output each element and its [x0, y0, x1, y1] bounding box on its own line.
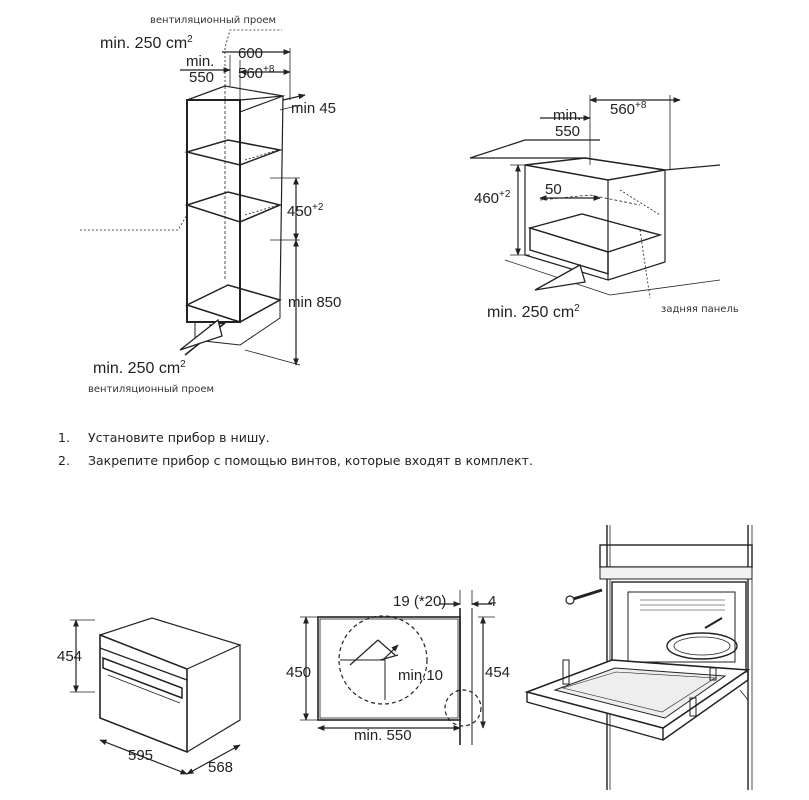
installed-appliance-drawing	[524, 525, 753, 790]
under-depth-min-value: 550	[555, 123, 580, 140]
under-depth-min-label: min.	[553, 107, 581, 124]
step-number: 2.	[58, 453, 70, 468]
appliance-height-454: 454	[57, 648, 82, 665]
step-number: 1.	[58, 430, 70, 445]
side-min10: min.10	[398, 667, 443, 684]
tall-depth-min-label: min.	[186, 53, 214, 70]
tall-vent-area-top: min. 250 cm2	[100, 34, 193, 52]
step-item: 1. Установите прибор в нишу.	[58, 428, 533, 451]
under-gap-50: 50	[545, 181, 562, 198]
tall-depth-600: 600	[238, 45, 263, 62]
step-item: 2. Закрепите прибор с помощью винтов, кот…	[58, 451, 533, 474]
appliance-drawing	[70, 617, 242, 775]
side-offset-19: 19 (*20)	[393, 593, 446, 610]
tall-vent-label-bottom: вентиляционный проем	[88, 384, 214, 395]
side-height-450: 450	[286, 664, 311, 681]
tall-gap-min45: min 45	[291, 100, 336, 117]
side-offset-4: 4	[488, 593, 496, 610]
under-rear-panel-label: задняя панель	[661, 304, 739, 315]
tall-vent-area-bottom: min. 250 cm2	[93, 359, 186, 377]
under-vent-area: min. 250 cm2	[487, 303, 580, 321]
appliance-width-595: 595	[128, 747, 153, 764]
step-text: Установите прибор в нишу.	[88, 430, 270, 445]
tall-height-450: 450+2	[287, 202, 324, 220]
under-height-460: 460+2	[474, 189, 511, 207]
side-min550: min. 550	[354, 727, 412, 744]
installation-steps: 1. Установите прибор в нишу. 2. Закрепите …	[58, 428, 533, 474]
side-section-drawing	[300, 590, 495, 745]
tall-vent-label-top: вентиляционный проем	[150, 15, 276, 26]
appliance-depth-568: 568	[208, 759, 233, 776]
tall-depth-560: 560+8	[238, 64, 275, 82]
side-height-454: 454	[485, 664, 510, 681]
under-width-560: 560+8	[610, 100, 647, 118]
step-text: Закрепите прибор с помощью винтов, котор…	[88, 453, 533, 468]
under-cabinet-drawing	[469, 95, 721, 299]
tall-height-min850: min 850	[288, 294, 341, 311]
tall-depth-min-value: 550	[189, 69, 214, 86]
tall-cabinet-drawing	[80, 29, 306, 366]
